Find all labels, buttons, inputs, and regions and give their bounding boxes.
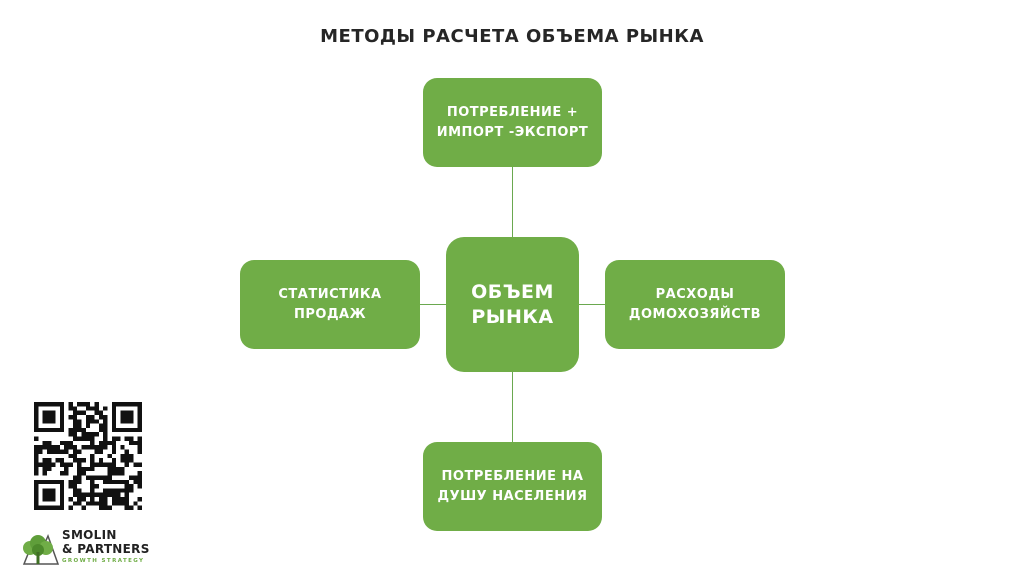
node-bottom-per-capita-consumption: ПОТРЕБЛЕНИЕ НА ДУШУ НАСЕЛЕНИЯ (423, 442, 602, 531)
node-right-line-1: РАСХОДЫ (655, 287, 735, 302)
node-center-line-1: ОБЪЕМ (471, 280, 554, 303)
logo-line-1: SMOLIN (62, 528, 117, 542)
node-right-household-expenses: РАСХОДЫ ДОМОХОЗЯЙСТВ (605, 260, 785, 349)
connector-top (512, 167, 513, 237)
page-title: МЕТОДЫ РАСЧЕТА ОБЪЕМА РЫНКА (320, 26, 704, 47)
node-center-market-volume: ОБЪЕМ РЫНКА (446, 237, 579, 372)
node-left-sales-statistics: СТАТИСТИКА ПРОДАЖ (240, 260, 420, 349)
node-bottom-line-2: ДУШУ НАСЕЛЕНИЯ (437, 488, 588, 504)
node-center-line-2: РЫНКА (471, 305, 554, 328)
node-left-line-2: ПРОДАЖ (293, 306, 366, 322)
node-right-line-2: ДОМОХОЗЯЙСТВ (628, 306, 762, 322)
node-left-line-1: СТАТИСТИКА (278, 287, 382, 302)
brand-logo: SMOLIN & PARTNERS GROWTH STRATEGY (18, 526, 168, 570)
node-top-consumption-import-export: ПОТРЕБЛЕНИЕ + ИМПОРТ -ЭКСПОРТ (423, 78, 602, 167)
connector-right (579, 304, 605, 305)
node-top-line-1: ПОТРЕБЛЕНИЕ + (446, 105, 579, 120)
qr-code-icon (34, 402, 142, 510)
logo-line-2: & PARTNERS (62, 542, 150, 556)
connector-bottom (512, 372, 513, 442)
logo-tagline: GROWTH STRATEGY (62, 558, 145, 564)
connector-left (420, 304, 446, 305)
node-top-line-2: ИМПОРТ -ЭКСПОРТ (436, 124, 589, 140)
node-bottom-line-1: ПОТРЕБЛЕНИЕ НА (441, 469, 584, 484)
tree-icon (22, 533, 60, 565)
